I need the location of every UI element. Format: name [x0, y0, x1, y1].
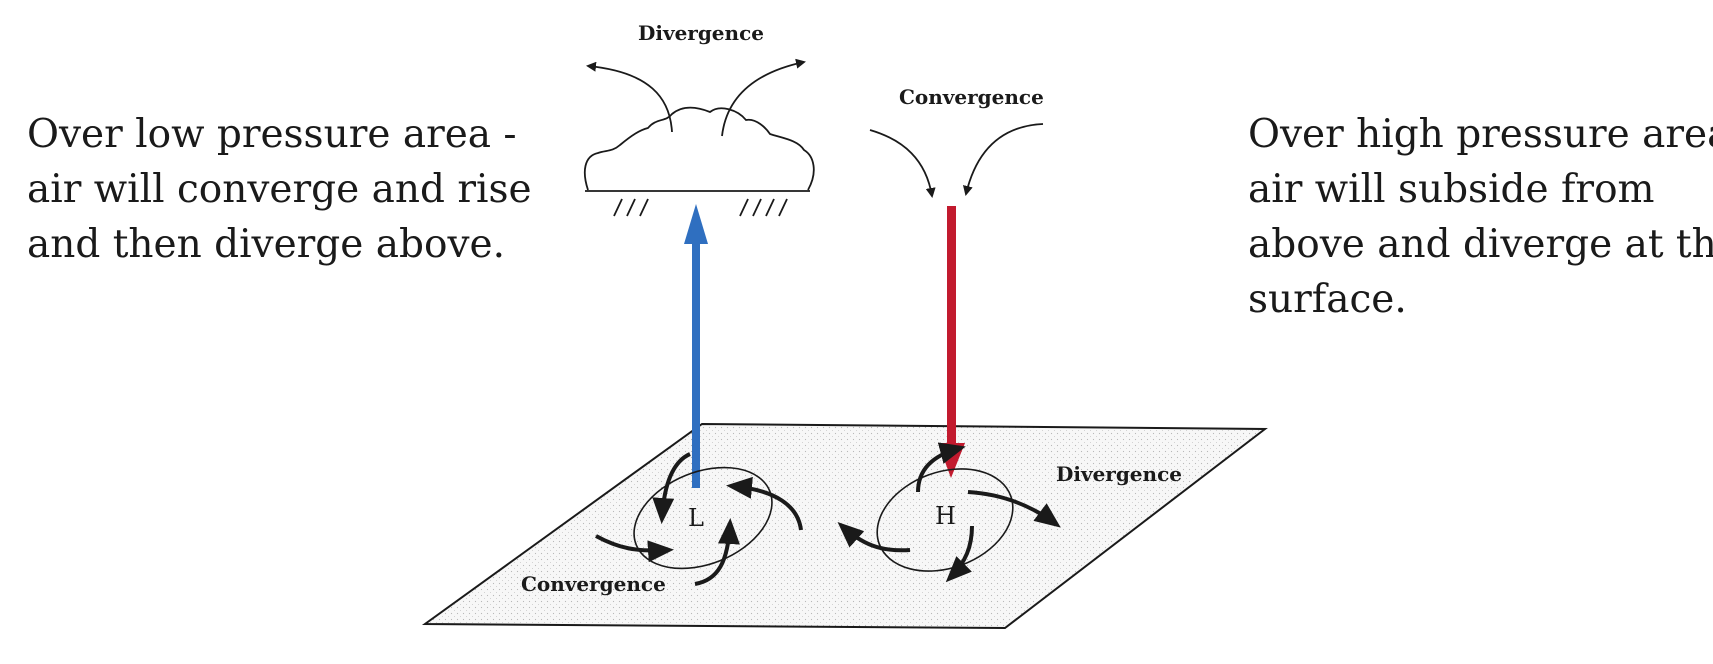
high-pressure-circulation: [837, 442, 1061, 583]
high-pressure-line-3: above and diverge at the: [1248, 222, 1713, 267]
upper-divergence-arrow-right: [721, 58, 806, 137]
cloud-icon: [583, 106, 815, 217]
surface-divergence-label: Divergence: [1056, 462, 1182, 486]
low-pressure-line-2: air will converge and rise: [27, 167, 532, 212]
high-pressure-description: Over high pressure area - air will subsi…: [1248, 107, 1713, 327]
high-pressure-letter: H: [935, 502, 956, 530]
high-pressure-line-2: air will subside from: [1248, 167, 1655, 212]
high-pressure-line-1: Over high pressure area -: [1248, 112, 1713, 157]
low-pressure-letter: L: [688, 504, 704, 532]
low-pressure-line-1: Over low pressure area -: [27, 112, 517, 157]
low-pressure-circulation: [595, 452, 803, 586]
upper-convergence-arrow-left: [869, 129, 936, 198]
upper-divergence-label: Divergence: [638, 21, 764, 45]
upper-divergence-arrow-left: [586, 61, 673, 133]
surface-convergence-label: Convergence: [521, 572, 666, 596]
low-pressure-description: Over low pressure area - air will conver…: [27, 107, 532, 272]
upper-convergence-label: Convergence: [899, 85, 1044, 109]
upper-convergence-arrow-right: [962, 123, 1044, 196]
rising-air-arrow: [684, 204, 708, 488]
low-pressure-line-3: and then diverge above.: [27, 222, 505, 267]
high-pressure-line-4: surface.: [1248, 277, 1407, 322]
